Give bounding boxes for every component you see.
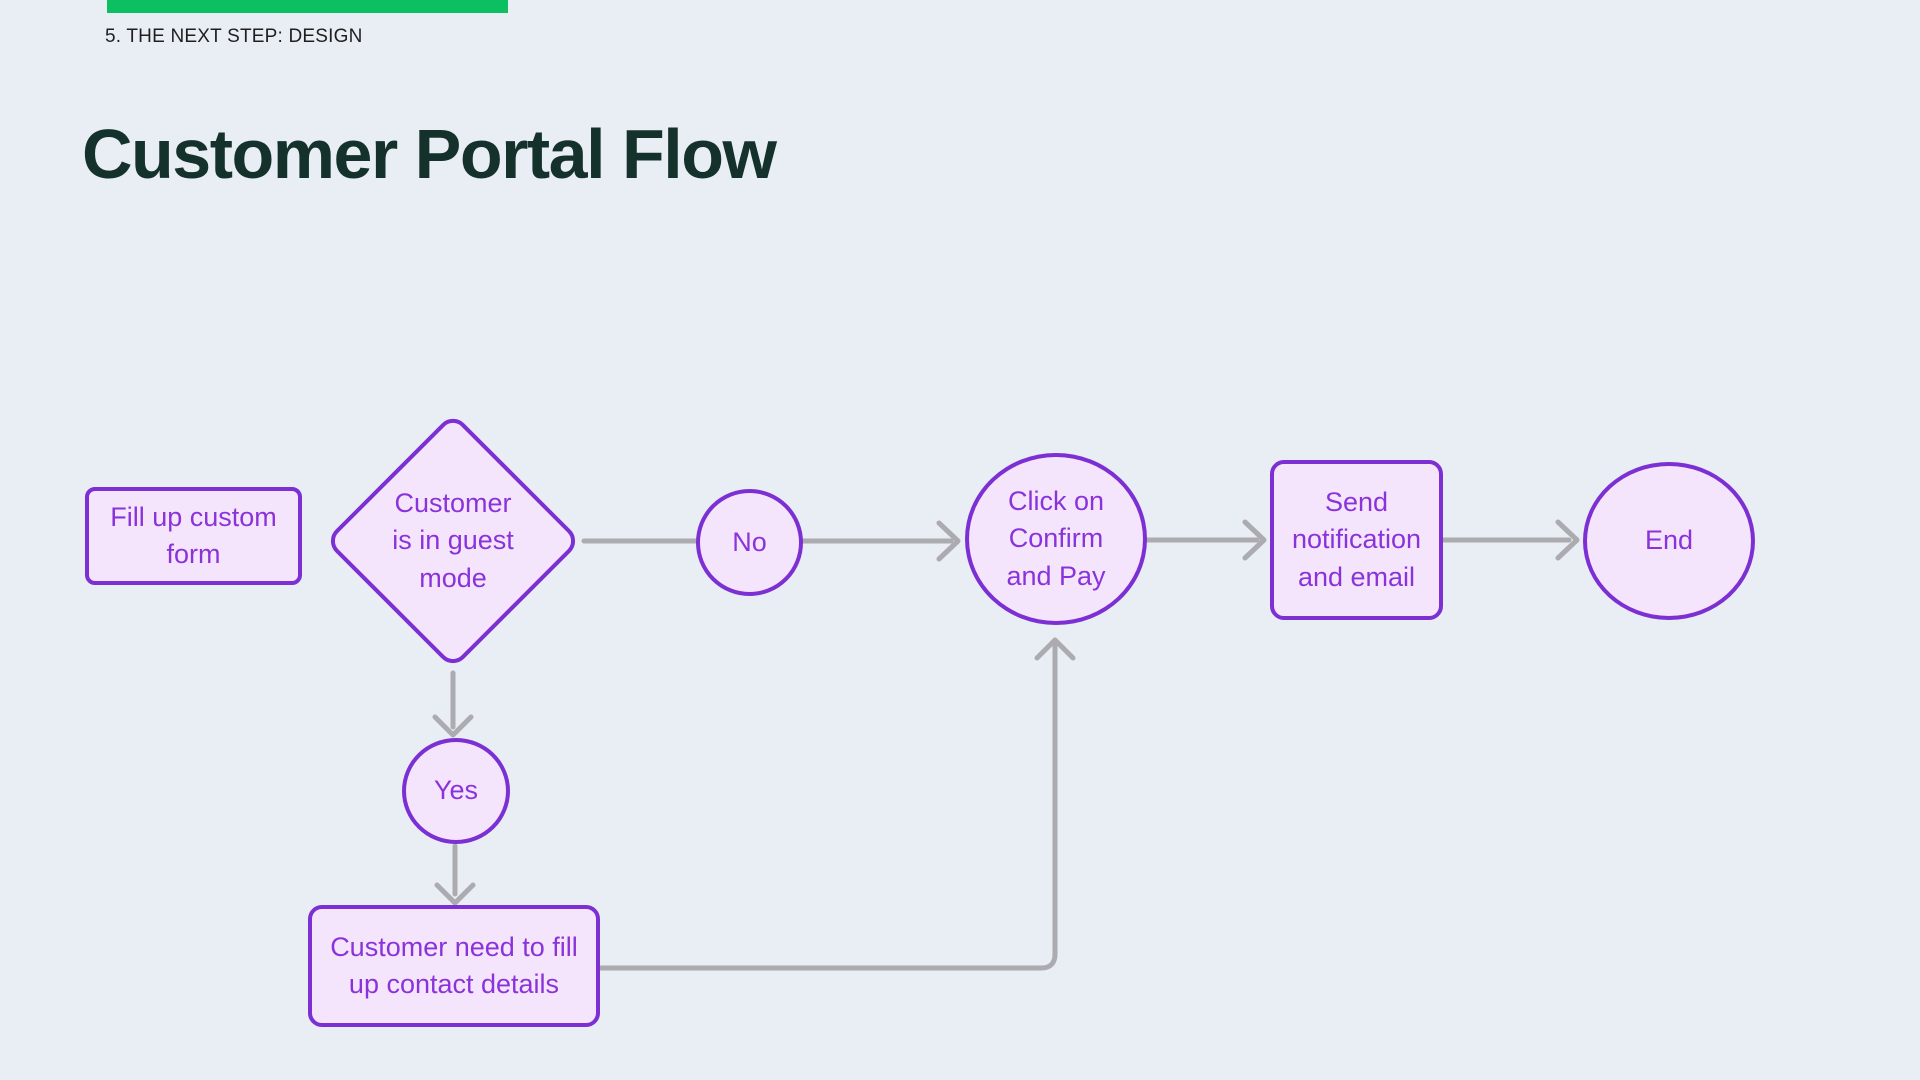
section-label: 5. THE NEXT STEP: DESIGN bbox=[105, 26, 363, 47]
node-confirm-and-pay[interactable]: Click on Confirm and Pay bbox=[965, 453, 1147, 625]
node-yes[interactable]: Yes bbox=[402, 738, 510, 844]
arrowhead-into-confirmpay-left bbox=[936, 520, 961, 562]
node-end[interactable]: End bbox=[1583, 462, 1755, 620]
node-no[interactable]: No bbox=[696, 489, 803, 596]
node-send-notification[interactable]: Send notification and email bbox=[1270, 460, 1443, 620]
page-title: Customer Portal Flow bbox=[82, 115, 777, 193]
node-guest-mode-label: Customer is in guest mode bbox=[392, 488, 514, 593]
node-contact-details[interactable]: Customer need to fill up contact details bbox=[308, 905, 600, 1027]
section-accent-bar bbox=[107, 0, 508, 13]
node-fill-custom-form[interactable]: Fill up custom form bbox=[85, 487, 302, 585]
arrowhead-into-yes bbox=[432, 714, 474, 738]
arrowhead-into-sendnotification bbox=[1242, 519, 1267, 561]
edge-contactdetails-to-confirmpay bbox=[597, 642, 1058, 971]
arrowhead-into-confirmpay-bottom bbox=[1034, 637, 1076, 661]
arrowhead-into-contactdetails bbox=[434, 882, 476, 906]
arrowhead-into-end bbox=[1555, 519, 1580, 561]
